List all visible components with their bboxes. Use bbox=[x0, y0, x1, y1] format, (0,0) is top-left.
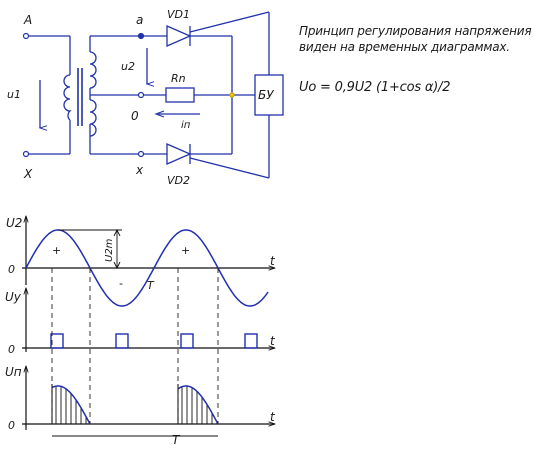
label-node-a: a bbox=[136, 13, 143, 27]
node-x bbox=[137, 150, 145, 158]
node-0 bbox=[137, 91, 145, 99]
u2-ylabel: U2 bbox=[6, 216, 22, 230]
label-control-block: БУ bbox=[258, 88, 274, 102]
terminal-X-node bbox=[22, 150, 30, 158]
alignment-lines bbox=[51, 268, 219, 424]
uy-pulses bbox=[50, 333, 258, 349]
timing-diagrams: U2 0 t + + - T U2m Uy 0 t bbox=[5, 216, 276, 447]
uy-ylabel: Uy bbox=[5, 290, 22, 304]
u2-zero: 0 bbox=[8, 263, 15, 276]
u2-amplitude-label: U2m bbox=[104, 238, 115, 262]
uy-pulse-1 bbox=[50, 333, 64, 349]
secondary-winding-lower bbox=[89, 99, 97, 137]
primary-winding bbox=[63, 74, 72, 121]
secondary-winding-upper bbox=[89, 51, 97, 89]
un-hatching bbox=[55, 386, 218, 424]
label-terminal-X: X bbox=[23, 167, 33, 181]
un-waveform bbox=[51, 385, 219, 425]
label-node-zero: 0 bbox=[131, 109, 139, 123]
un-panel: Uп 0 t T bbox=[5, 365, 276, 447]
label-input-voltage: u1 bbox=[7, 88, 21, 101]
junction-node bbox=[229, 92, 235, 98]
label-load: Rn bbox=[171, 72, 186, 85]
uy-pulse-3 bbox=[180, 333, 194, 349]
u2-panel: U2 0 t + + - T U2m bbox=[6, 216, 276, 307]
u2-t-label: t bbox=[270, 254, 276, 268]
note-line-2: виден на временных диаграммах. bbox=[299, 40, 510, 54]
terminal-A-node bbox=[22, 32, 30, 40]
u2-waveform bbox=[25, 229, 269, 307]
un-zero: 0 bbox=[8, 419, 15, 432]
uy-pulse-4 bbox=[244, 333, 258, 349]
note-line-1: Принцип регулирования напряжения bbox=[299, 24, 532, 38]
uy-zero: 0 bbox=[8, 343, 15, 356]
u2-minus: - bbox=[119, 277, 123, 290]
un-period-label: T bbox=[172, 433, 181, 447]
label-terminal-A: A bbox=[23, 13, 32, 27]
label-secondary-voltage: u2 bbox=[121, 60, 135, 73]
u2-plus-second: + bbox=[181, 244, 190, 257]
node-a bbox=[137, 32, 145, 40]
u2-plus-first: + bbox=[52, 244, 61, 257]
label-node-x: x bbox=[135, 163, 144, 177]
note-formula: Uо = 0,9U2 (1+cos α)/2 bbox=[299, 80, 451, 95]
uy-t-label: t bbox=[270, 334, 276, 348]
un-t-label: t bbox=[270, 410, 276, 424]
label-vd1: VD1 bbox=[167, 8, 190, 21]
load-resistor bbox=[165, 87, 195, 103]
un-ylabel: Uп bbox=[5, 365, 22, 379]
uy-panel: Uy 0 t bbox=[5, 288, 276, 356]
label-load-current: iп bbox=[181, 120, 191, 131]
circuit-schematic bbox=[26, 11, 284, 179]
u2-period-label: T bbox=[147, 279, 155, 292]
label-vd2: VD2 bbox=[167, 174, 190, 187]
uy-pulse-2 bbox=[115, 333, 129, 349]
circuit-nodes bbox=[22, 32, 235, 158]
